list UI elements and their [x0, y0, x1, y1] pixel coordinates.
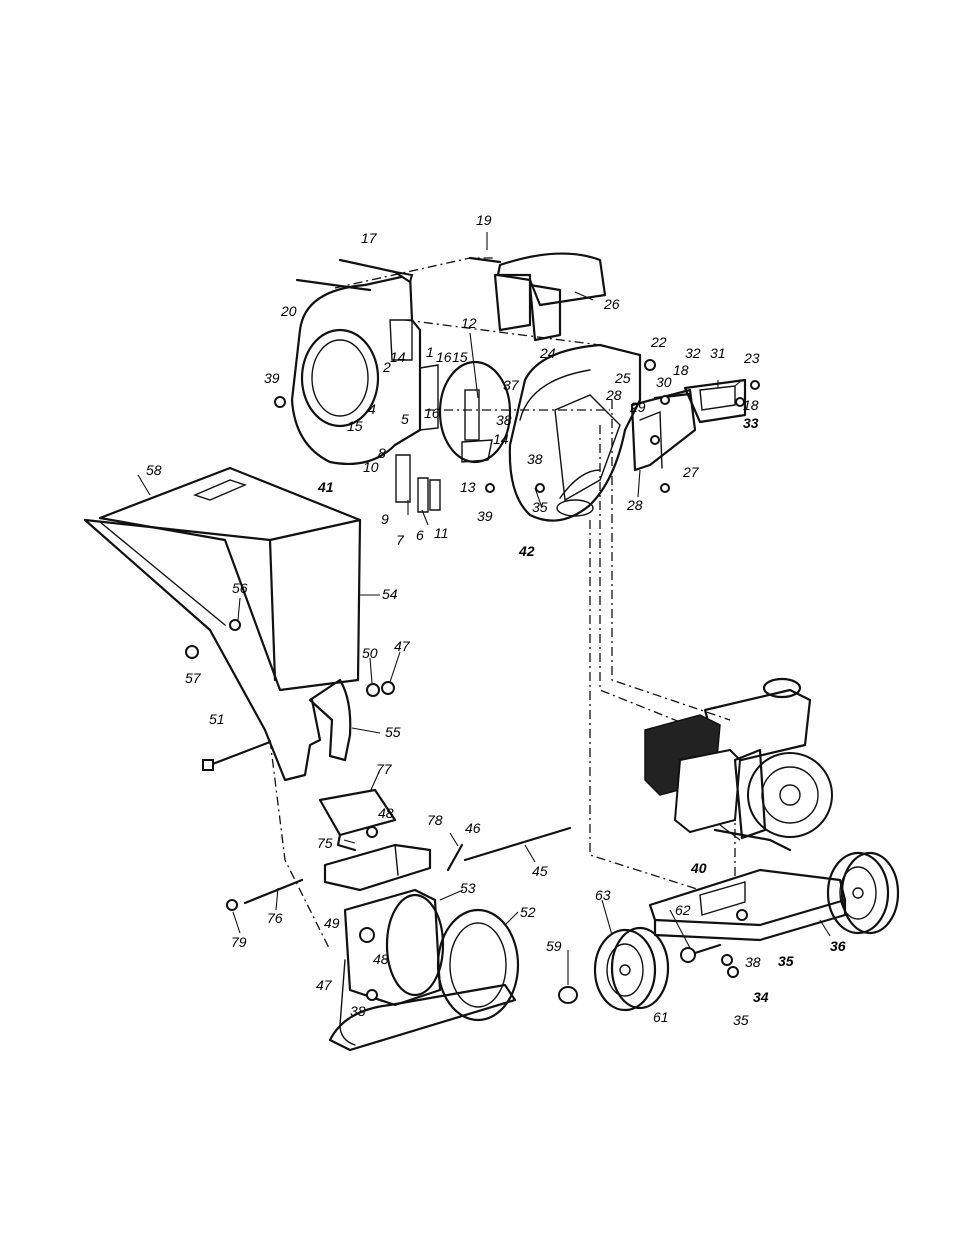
callout-13: 13: [460, 479, 476, 495]
callout-2: 2: [382, 359, 391, 375]
callout-56: 56: [232, 580, 248, 596]
callout-18b: 18: [743, 397, 759, 413]
wheel-rear: [828, 853, 898, 933]
callout-61: 61: [653, 1009, 669, 1025]
callout-35b: 35: [778, 953, 794, 969]
callout-35c: 35: [733, 1012, 749, 1028]
callout-11: 11: [434, 525, 449, 541]
callout-38c: 38: [745, 954, 761, 970]
callout-12: 12: [461, 315, 477, 331]
callout-79: 79: [231, 934, 247, 950]
callout-55: 55: [385, 724, 401, 740]
callout-78: 78: [427, 812, 443, 828]
callout-20: 20: [280, 303, 297, 319]
callout-63: 63: [595, 887, 611, 903]
callout-75: 75: [317, 835, 333, 851]
callout-38d: 38: [350, 1003, 366, 1019]
callout-53: 53: [460, 880, 476, 896]
callout-27: 27: [682, 464, 700, 480]
callout-26: 26: [603, 296, 620, 312]
callout-58: 58: [146, 462, 162, 478]
bracket-78: [325, 845, 430, 890]
callout-14b: 14: [493, 431, 509, 447]
callout-7: 7: [396, 532, 405, 548]
callout-32: 32: [685, 345, 701, 361]
callout-28: 28: [605, 387, 622, 403]
rear-housing-41: [292, 275, 420, 464]
callout-18: 18: [673, 362, 689, 378]
callout-labels: 17 19 20 26 12 22 24 32 31 23 14 2 1 16 …: [146, 212, 846, 1028]
callout-5: 5: [401, 411, 409, 427]
chute-53: [330, 890, 518, 1050]
callout-37: 37: [503, 377, 520, 393]
callout-28b: 28: [626, 497, 643, 513]
callout-31: 31: [710, 345, 726, 361]
callout-33: 33: [743, 415, 759, 431]
callout-38: 38: [496, 412, 512, 428]
hopper-54: [85, 468, 360, 780]
callout-16: 16: [436, 349, 452, 365]
callout-16b: 16: [424, 405, 440, 421]
callout-48: 48: [378, 805, 394, 821]
callout-51: 51: [209, 711, 225, 727]
callout-15b: 15: [347, 418, 363, 434]
callout-54: 54: [382, 586, 398, 602]
callout-15: 15: [452, 349, 468, 365]
callout-50: 50: [362, 645, 378, 661]
callout-39b: 39: [477, 508, 493, 524]
wheel-63: [595, 928, 668, 1010]
callout-24: 24: [539, 345, 556, 361]
callout-47b: 47: [316, 977, 333, 993]
callout-62: 62: [675, 902, 691, 918]
callout-46: 46: [465, 820, 481, 836]
callout-57: 57: [185, 670, 202, 686]
callout-30: 30: [656, 374, 672, 390]
callout-22: 22: [650, 334, 667, 350]
engine-40: [645, 679, 832, 850]
callout-4: 4: [368, 401, 376, 417]
callout-41: 41: [317, 479, 334, 495]
callout-35: 35: [532, 499, 548, 515]
callout-42: 42: [518, 543, 535, 559]
callout-49: 49: [324, 915, 340, 931]
callout-76: 76: [267, 910, 283, 926]
callout-45: 45: [532, 863, 548, 879]
callout-38b: 38: [527, 451, 543, 467]
callout-9: 9: [381, 511, 389, 527]
callout-25: 25: [614, 370, 631, 386]
callout-36: 36: [830, 938, 846, 954]
fasteners: [186, 360, 759, 1000]
callout-48b: 48: [373, 951, 389, 967]
callout-34: 34: [753, 989, 769, 1005]
callout-19: 19: [476, 212, 492, 228]
callout-40: 40: [690, 860, 707, 876]
bolt-51: [203, 742, 270, 770]
callout-17: 17: [361, 230, 378, 246]
callout-1: 1: [426, 344, 434, 360]
callout-10: 10: [363, 459, 379, 475]
callout-59: 59: [546, 938, 562, 954]
leader-lines: [138, 232, 830, 985]
callout-29: 29: [629, 399, 646, 415]
callout-6: 6: [416, 527, 424, 543]
callout-23: 23: [743, 350, 760, 366]
callout-77: 77: [376, 761, 393, 777]
callout-39: 39: [264, 370, 280, 386]
callout-14: 14: [390, 349, 406, 365]
callout-8: 8: [378, 445, 386, 461]
callout-52: 52: [520, 904, 536, 920]
callout-47: 47: [394, 638, 411, 654]
